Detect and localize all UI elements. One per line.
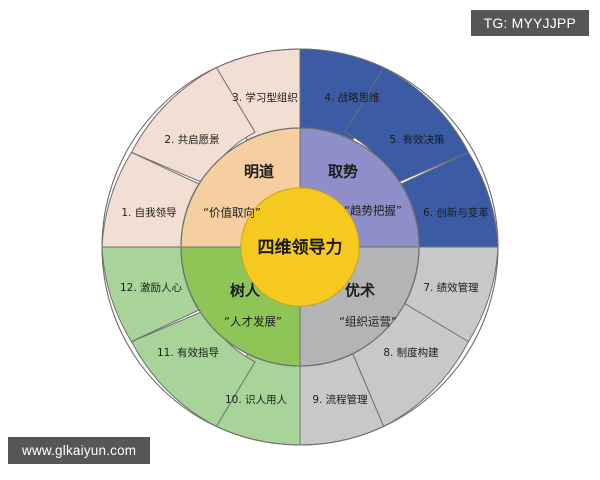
outer-label-3: 3. 学习型组织 [232, 91, 298, 104]
quadrant-subtitle-you-shu: “组织运营” [339, 315, 397, 329]
outer-label-1: 1. 自我领导 [121, 206, 176, 219]
outer-label-2: 2. 共启愿景 [164, 133, 219, 146]
outer-ring [101, 48, 499, 446]
outer-label-8: 8. 制度构建 [383, 346, 439, 359]
outer-label-7: 7. 绩效管理 [423, 281, 479, 294]
inner-ring [180, 127, 420, 367]
outer-label-6: 6. 创新与变革 [423, 206, 489, 219]
quadrant-label-you-shu: 优术 [345, 282, 375, 300]
quadrant-label-shu-ren: 树人 [230, 282, 261, 300]
quadrant-label-qu-shi: 取势 [328, 163, 358, 181]
watermark-telegram-badge: TG: MYYJJPP [470, 10, 589, 36]
quadrant-label-ming-dao: 明道 [244, 163, 274, 181]
quadrant-subtitle-qu-shi: “趋势把握” [344, 204, 402, 218]
outer-label-4: 4. 战略思维 [324, 91, 380, 104]
watermark-website-text: www.glkaiyun.com [22, 443, 137, 458]
quadrant-subtitle-ming-dao: “价值取向” [203, 206, 261, 220]
outer-label-10: 10. 识人用人 [225, 394, 288, 406]
outer-label-5: 5. 有效决策 [389, 133, 445, 146]
center-label: 四维领导力 [258, 237, 343, 258]
outer-ring-outline [101, 48, 499, 446]
outer-label-9: 9. 流程管理 [312, 393, 368, 406]
center-core-circle[interactable] [240, 187, 360, 307]
inner-ring-outline [180, 127, 420, 367]
quadrant-subtitle-shu-ren: “人才发展” [224, 315, 282, 329]
watermark-telegram-text: TG: MYYJJPP [483, 15, 576, 31]
watermark-website-badge: www.glkaiyun.com [8, 437, 151, 464]
outer-label-12: 12. 激励人心 [120, 281, 183, 294]
outer-label-11: 11. 有效指导 [157, 346, 219, 359]
